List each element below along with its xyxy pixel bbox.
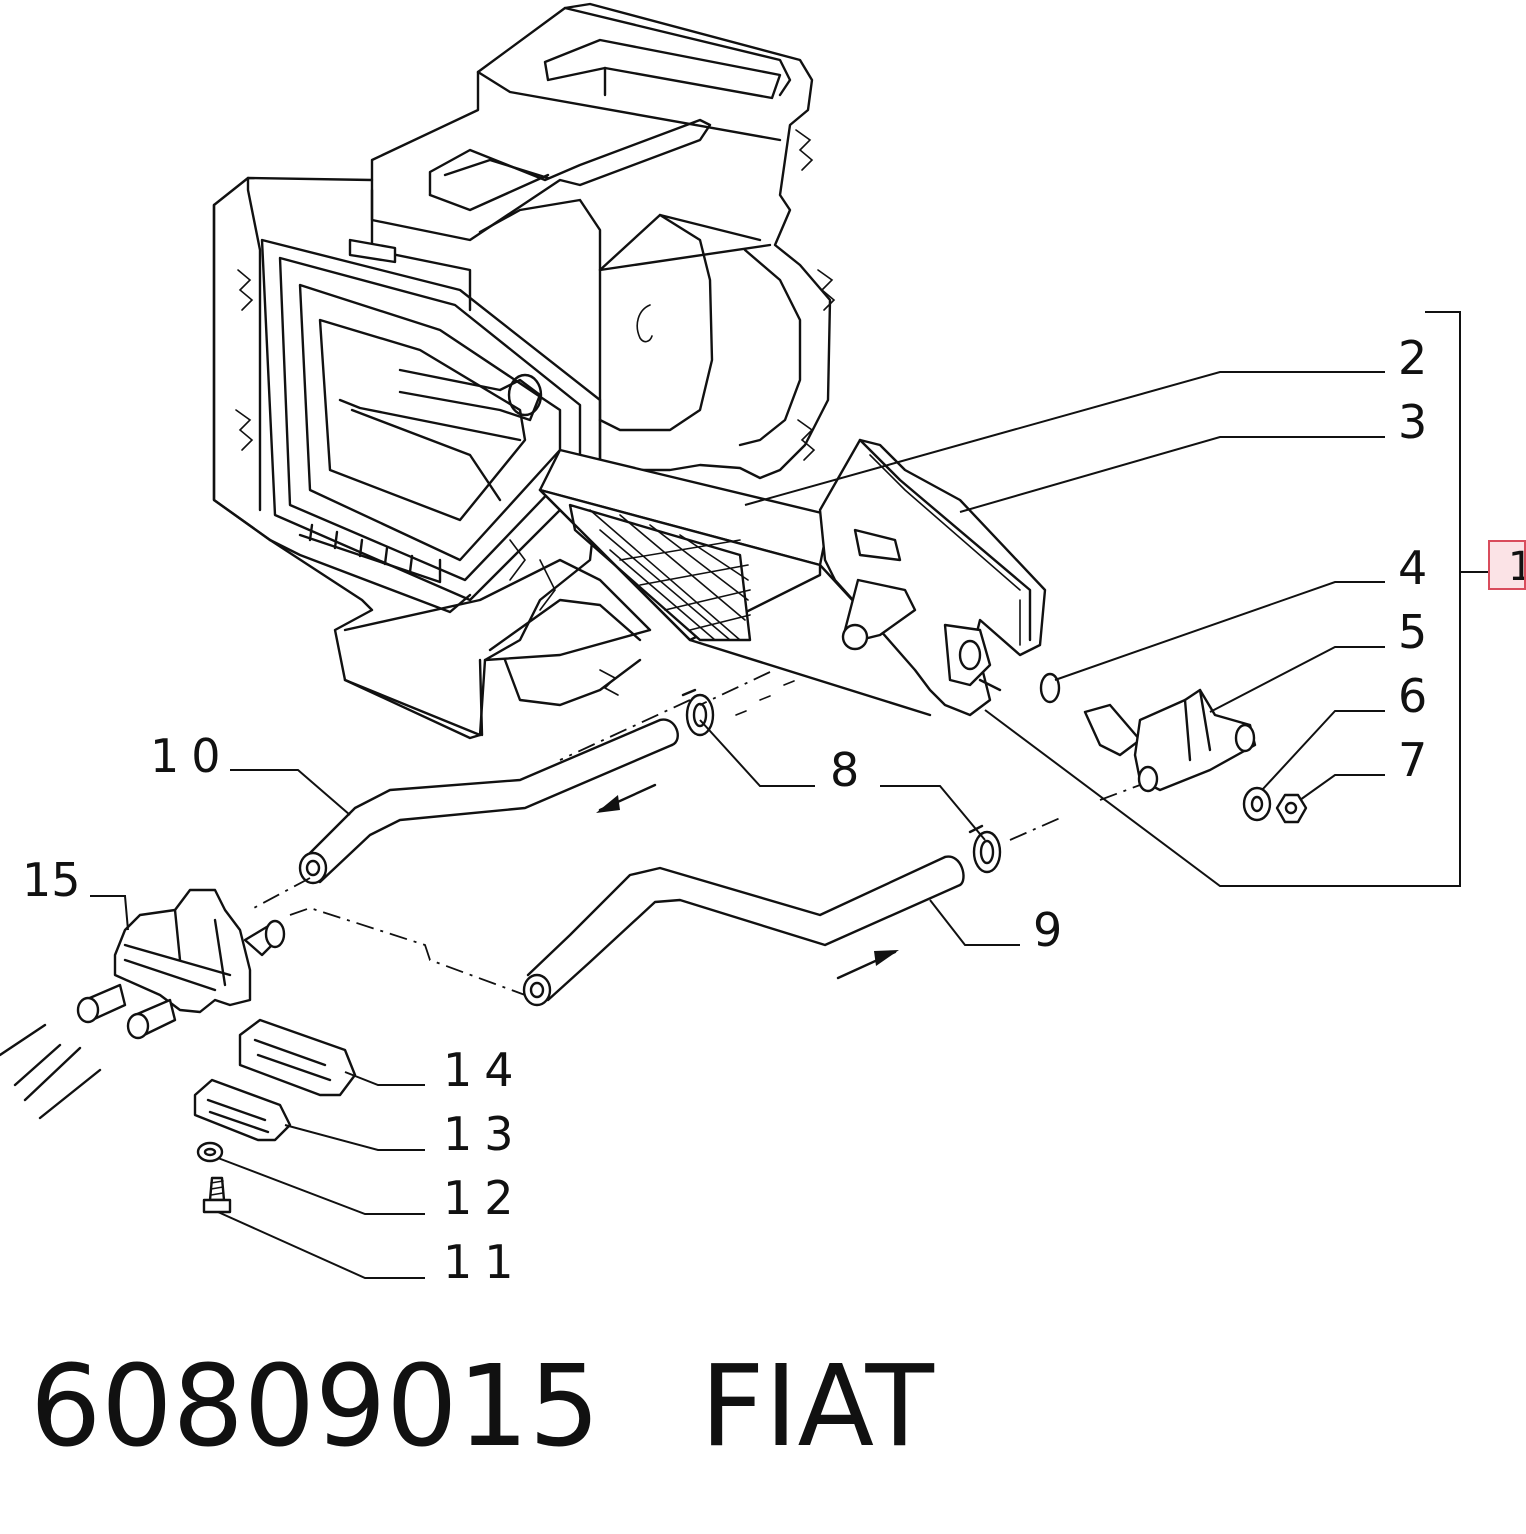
- brand-name: FIAT: [700, 1342, 934, 1472]
- pipe-bracket: [1083, 688, 1257, 793]
- callout-14: 14: [443, 1043, 526, 1097]
- self-tapping-screw: [202, 1176, 232, 1214]
- washer: [1242, 786, 1272, 822]
- hose-lower: [522, 855, 965, 1007]
- callout-1-label: 1: [1508, 544, 1524, 588]
- callout-1-highlighted[interactable]: 1: [1488, 540, 1526, 590]
- callout-2: 2: [1398, 331, 1427, 385]
- callout-13: 13: [443, 1107, 526, 1161]
- hose-clip-upper: [681, 688, 715, 737]
- heater-housing: [212, 2, 836, 740]
- hose-clip-lower: [968, 824, 1002, 874]
- water-valve: [0, 888, 286, 1120]
- callout-15: 15: [22, 853, 81, 907]
- part-number: 60809015: [30, 1342, 601, 1472]
- part-caption: 60809015 FIAT: [30, 1342, 934, 1472]
- callout-4: 4: [1398, 541, 1427, 595]
- callout-6: 6: [1398, 669, 1427, 723]
- hex-nut: [1275, 793, 1308, 824]
- callout-12: 12: [443, 1171, 526, 1225]
- callout-5: 5: [1398, 605, 1427, 659]
- o-ring: [1039, 672, 1061, 704]
- callout-8: 8: [830, 743, 859, 797]
- flow-arrow-lower: [836, 950, 899, 980]
- callout-7: 7: [1398, 733, 1427, 787]
- flow-arrow-upper: [596, 783, 657, 813]
- hose-upper: [298, 718, 679, 885]
- callout-3: 3: [1398, 395, 1427, 449]
- heater-radiator: [538, 438, 1047, 717]
- grommet-small: [193, 1078, 292, 1142]
- small-washer: [196, 1141, 224, 1163]
- callout-9: 9: [1033, 903, 1062, 957]
- grommet-large: [238, 1018, 357, 1097]
- callout-11: 11: [443, 1235, 526, 1289]
- callout-10: 10: [150, 729, 233, 783]
